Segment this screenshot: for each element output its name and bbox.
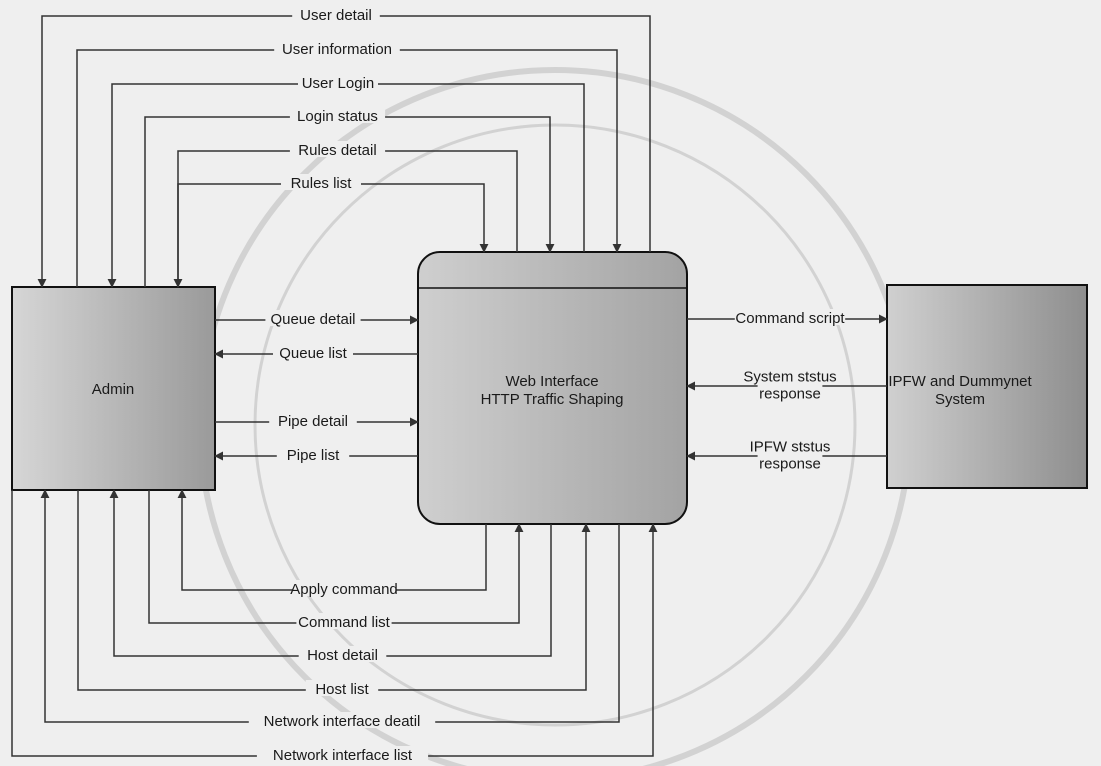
ipfw-entity: IPFW and Dummynet System: [887, 285, 1087, 488]
flow-login-status-label: Login status: [297, 108, 378, 125]
ipfw-label-1: IPFW and Dummynet: [888, 373, 1032, 390]
flow-ipfw-ststus-response-label: IPFW ststus: [750, 439, 831, 456]
flow-host-list-label: Host list: [315, 681, 369, 698]
flow-queue-list-label: Queue list: [279, 345, 347, 362]
flow-user-login-label: User Login: [302, 75, 375, 92]
flow-queue-detail-label: Queue detail: [270, 311, 355, 328]
flow-system-ststus-response-label: System ststus: [743, 369, 836, 386]
flow-rules-list-label: Rules list: [291, 175, 353, 192]
web-interface-label-2: HTTP Traffic Shaping: [481, 391, 624, 408]
flow-system-ststus-response-label: response: [759, 386, 821, 403]
flow-rules-detail-label: Rules detail: [298, 142, 376, 159]
flow-user-information-label: User information: [282, 41, 392, 58]
admin-entity: Admin: [12, 287, 215, 490]
flow-network-interface-deatil-label: Network interface deatil: [264, 713, 421, 730]
flow-apply-command-label: Apply command: [290, 581, 398, 598]
flow-user-detail-label: User detail: [300, 7, 372, 24]
flow-network-interface-list-label: Network interface list: [273, 747, 413, 764]
flow-command-script-label: Command script: [735, 310, 845, 327]
admin-label: Admin: [92, 381, 135, 398]
web-interface-process: Web Interface HTTP Traffic Shaping: [418, 252, 687, 524]
flow-pipe-list-label: Pipe list: [287, 447, 340, 464]
web-interface-label-1: Web Interface: [505, 373, 598, 390]
ipfw-label-2: System: [935, 391, 985, 408]
flow-ipfw-ststus-response-label: response: [759, 456, 821, 473]
flow-command-list-label: Command list: [298, 614, 391, 631]
flow-host-detail-label: Host detail: [307, 647, 378, 664]
flow-pipe-detail-label: Pipe detail: [278, 413, 348, 430]
